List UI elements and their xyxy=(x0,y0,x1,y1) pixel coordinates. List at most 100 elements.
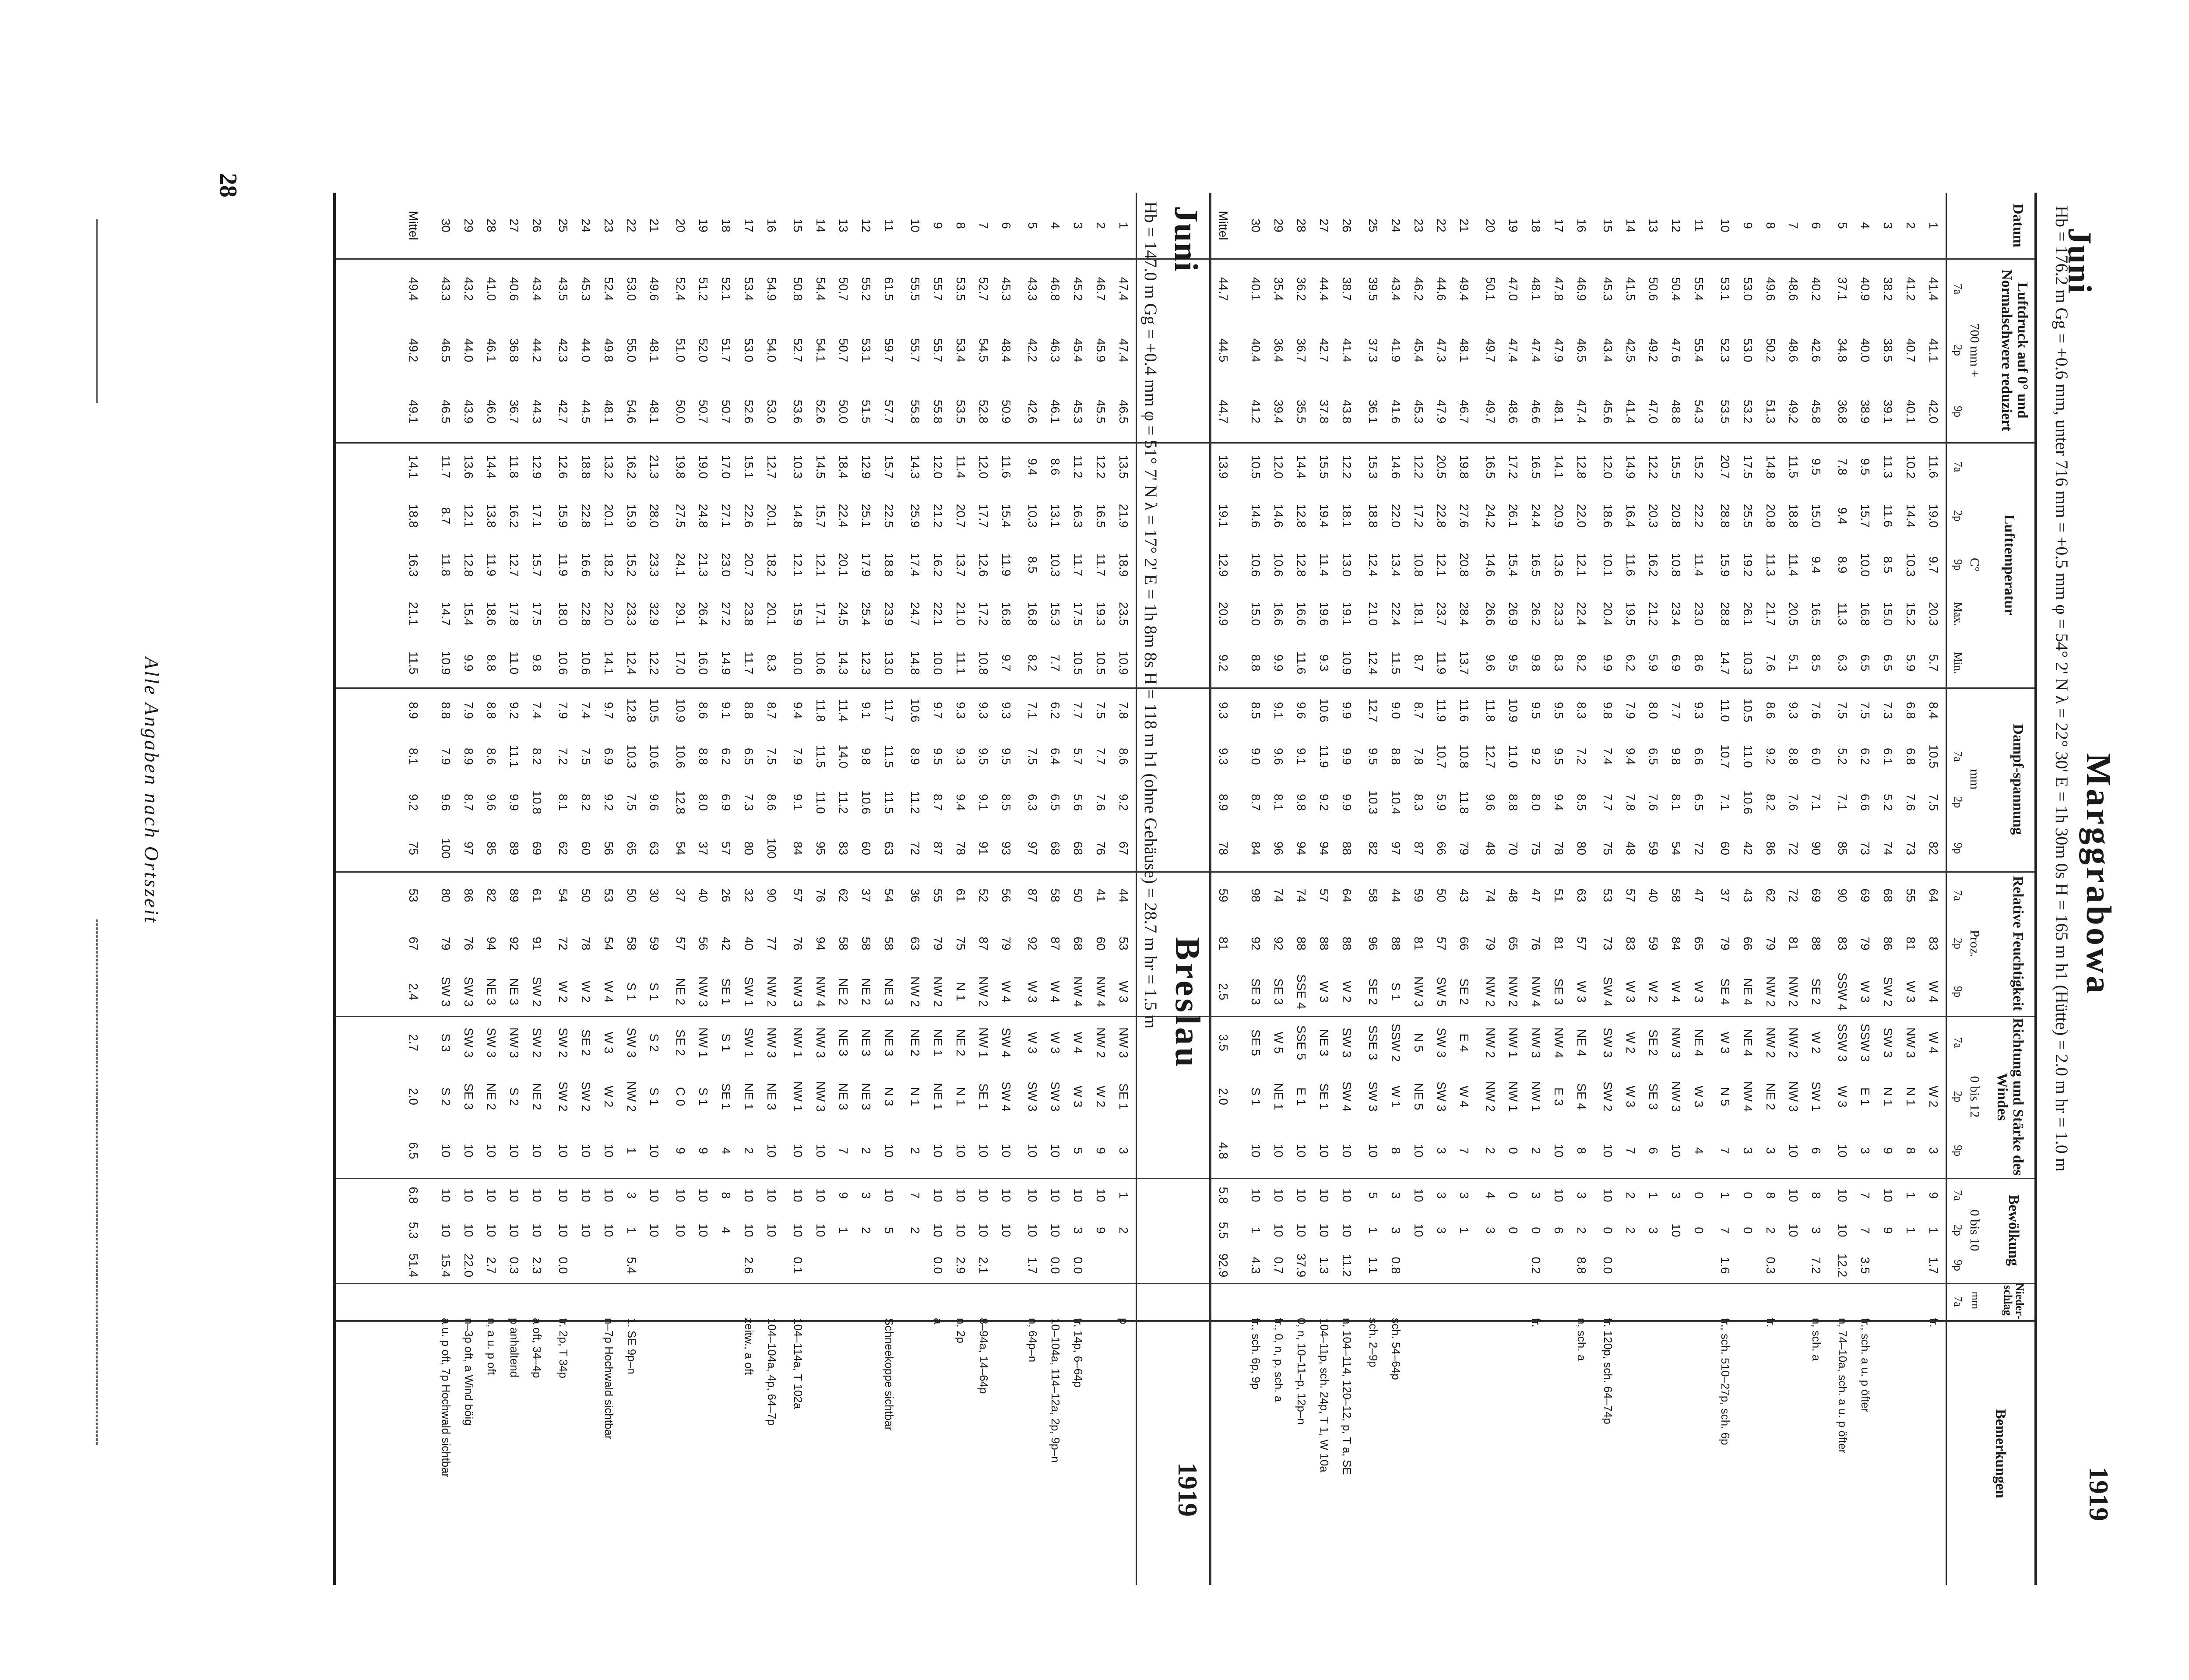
table-cell: 42.5 xyxy=(1624,338,1637,363)
table-cell: 1 xyxy=(1117,222,1130,229)
table-cell: SE 3 xyxy=(1552,978,1566,1005)
table-cell: 10.6 xyxy=(1741,790,1755,814)
table-cell: 10.4 xyxy=(1389,790,1403,814)
table-cell: 7.2 xyxy=(556,748,570,765)
table-cell: 27.1 xyxy=(719,504,733,528)
table-cell: 15.4 xyxy=(439,1253,453,1278)
table-cell: 12.0 xyxy=(931,454,945,479)
table-cell: 6.8 xyxy=(1904,748,1918,765)
table-cell: 41.4 xyxy=(1927,277,1940,301)
table-cell: SW 3 xyxy=(462,976,475,1007)
time-subheader: 7a xyxy=(1952,751,1964,762)
table-cell: 8.8 xyxy=(1575,1257,1588,1274)
table-cell: 36.7 xyxy=(1295,338,1308,363)
table-cell: 16.3 xyxy=(407,553,420,577)
table-cell: 49.2 xyxy=(407,338,420,363)
table-cell: 5.8 xyxy=(1217,1187,1230,1204)
table-cell: 16.0 xyxy=(697,651,710,675)
table-cell: 10 xyxy=(1669,1144,1683,1158)
table-cell: 70 xyxy=(1506,841,1520,856)
table-cell: SW 3 xyxy=(1026,1081,1039,1112)
table-cell: 43.4 xyxy=(1601,338,1615,363)
table-cell: 8.8 xyxy=(1389,748,1403,765)
table-cell: 10 xyxy=(814,1144,827,1158)
table-cell: 3 xyxy=(1389,1227,1403,1234)
table-cell: 7.7 xyxy=(1094,748,1108,765)
table-cell: 13.5 xyxy=(1117,454,1130,479)
table-cell: 11.7 xyxy=(439,455,453,479)
table-cell: 20.8 xyxy=(1669,504,1683,528)
table-cell: 20.4 xyxy=(1601,602,1615,626)
table-cell: 26.2 xyxy=(1529,602,1543,626)
table-cell: 19.6 xyxy=(1317,602,1331,626)
table-cell: 35.5 xyxy=(1295,399,1308,424)
table-cell: 53.0 xyxy=(1741,277,1755,301)
table-cell: 50.8 xyxy=(791,277,805,301)
table-cell: 8.8 xyxy=(485,702,498,719)
table-cell: 24.4 xyxy=(1529,504,1543,528)
table-cell: 20.9 xyxy=(1217,602,1230,626)
remark-cell: sch. 2–9p xyxy=(1367,1318,1380,1367)
table-cell: 20.7 xyxy=(954,504,968,528)
table-cell: 10 xyxy=(697,1223,710,1237)
table-cell: 7.7 xyxy=(1049,654,1062,672)
table-cell: 2.7 xyxy=(407,1034,420,1051)
table-cell: 68 xyxy=(1881,888,1895,902)
table-cell: 10.3 xyxy=(1366,790,1380,814)
table-cell: 44.7 xyxy=(1217,277,1230,301)
table-cell: 7.6 xyxy=(1904,794,1918,811)
table-cell: 21.3 xyxy=(697,553,710,577)
table-cell: 18.8 xyxy=(882,553,896,577)
table-cell: 2 xyxy=(859,1227,873,1234)
table-cell: W 4 xyxy=(1071,1032,1085,1054)
table-cell: 3 xyxy=(1858,1147,1872,1154)
table-cell: 10 xyxy=(556,1144,570,1158)
table-cell: NW 3 xyxy=(791,976,805,1007)
table-cell: 58 xyxy=(859,937,873,951)
table-cell: 13.7 xyxy=(1457,651,1471,675)
table-cell: 16.5 xyxy=(1094,504,1108,528)
table-cell: 10 xyxy=(791,1144,805,1158)
table-cell: 8.6 xyxy=(485,748,498,765)
table-cell: 72 xyxy=(908,841,922,856)
table-cell: 11.0 xyxy=(507,651,521,675)
table-cell: 3 xyxy=(1484,1227,1497,1234)
table-cell: 20.1 xyxy=(765,602,778,626)
table-cell: 3 xyxy=(1071,222,1085,229)
table-cell: 12.1 xyxy=(814,553,827,577)
table-cell: 27.2 xyxy=(719,602,733,626)
table-cell: 20.7 xyxy=(1718,454,1732,479)
table-cell: 10 xyxy=(1071,1188,1085,1202)
table-cell: 39.4 xyxy=(1272,399,1285,424)
table-cell: 41.2 xyxy=(1249,399,1263,424)
table-cell: 10 xyxy=(1601,1144,1615,1158)
table-cell: S 1 xyxy=(719,1033,733,1052)
table-cell: 40 xyxy=(1647,888,1660,902)
table-cell: 13.1 xyxy=(1049,504,1062,528)
table-cell: W 2 xyxy=(1624,1032,1637,1054)
table-cell: 12.2 xyxy=(1412,454,1425,479)
table-cell: 19.8 xyxy=(674,454,687,479)
table-cell: 28.0 xyxy=(648,504,661,528)
table-cell: SE 2 xyxy=(1366,978,1380,1005)
table-cell: 11.9 xyxy=(1435,651,1448,675)
remark-cell: n–3p oft, a Wind böig xyxy=(462,1318,475,1426)
table-cell: 46.3 xyxy=(1049,338,1062,363)
table-cell: 23 xyxy=(602,218,616,232)
table-cell: 9.9 xyxy=(1340,748,1354,765)
table-cell: 13.6 xyxy=(462,454,475,479)
station-divider xyxy=(1209,193,1211,1585)
table-cell: 94 xyxy=(1295,841,1308,856)
table-cell: 2.1 xyxy=(977,1257,990,1274)
table-cell: 41.6 xyxy=(1389,399,1403,424)
table-cell: 1 xyxy=(1904,1227,1918,1234)
table-cell: 10.9 xyxy=(1340,651,1354,675)
table-cell: 5.5 xyxy=(1217,1222,1230,1239)
table-cell: SW 3 xyxy=(1435,1081,1448,1112)
